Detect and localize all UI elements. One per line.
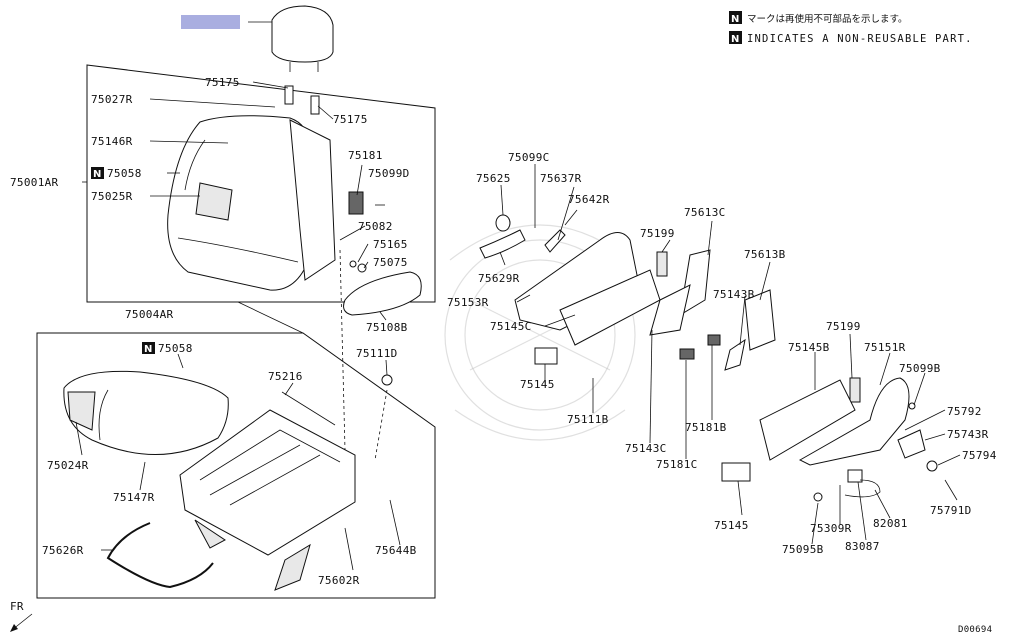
callout-75175-b: 75175	[333, 113, 368, 126]
callout-75058-a: 75058	[107, 167, 142, 180]
callout-75111d: 75111D	[356, 347, 398, 360]
callout-82081: 82081	[873, 517, 908, 530]
notice-badge-1: N	[731, 14, 739, 25]
seatback-part	[167, 115, 336, 291]
callout-75151r: 75151R	[864, 341, 906, 354]
callout-75058-b: 75058	[158, 342, 193, 355]
notice-japanese: マークは再使用不可部品を示します。	[747, 13, 908, 25]
callout-75791d: 75791D	[930, 504, 972, 517]
diagram-code: D00694	[958, 625, 992, 635]
callout-75099b: 75099B	[899, 362, 941, 375]
svg-text:N: N	[93, 169, 101, 180]
watermark-emblem	[444, 224, 636, 441]
callout-75024r: 75024R	[47, 459, 89, 472]
notice-english: INDICATES A NON-REUSABLE PART.	[747, 33, 973, 45]
callout-75001ar: 75001AR	[10, 176, 59, 189]
seat-frame-part	[179, 374, 393, 591]
callout-75004ar: 75004AR	[125, 308, 174, 321]
callout-75625: 75625	[476, 172, 511, 185]
callout-75199-b: 75199	[826, 320, 861, 333]
wire-75626r	[106, 522, 214, 589]
callout-75199-a: 75199	[640, 227, 675, 240]
callout-75145-d: 75145	[714, 519, 749, 532]
callout-75181c: 75181C	[656, 458, 698, 471]
callout-75145b: 75145B	[788, 341, 830, 354]
fr-label: FR	[10, 600, 24, 613]
callout-75613b: 75613B	[744, 248, 786, 261]
seatback-frame	[86, 64, 436, 303]
callout-labels: 75175 75027R 75175 75146R 75181 N 75058 …	[10, 76, 997, 587]
callout-75153r: 75153R	[447, 296, 489, 309]
callout-75025r: 75025R	[91, 190, 133, 203]
fr-direction-indicator: FR	[10, 600, 33, 632]
callout-75082: 75082	[358, 220, 393, 233]
callout-75792: 75792	[947, 405, 982, 418]
callout-75181b: 75181B	[685, 421, 727, 434]
non-reusable-badge-2	[142, 342, 155, 354]
callout-75613c: 75613C	[684, 206, 726, 219]
callout-75644b: 75644B	[375, 544, 417, 557]
callout-75147r: 75147R	[113, 491, 155, 504]
callout-75626r: 75626R	[42, 544, 84, 557]
callout-83087: 83087	[845, 540, 880, 553]
callout-75743r: 75743R	[947, 428, 989, 441]
headrest-part	[271, 5, 334, 72]
notice-badge-2: N	[731, 34, 739, 45]
callout-75216: 75216	[268, 370, 303, 383]
callout-75099d: 75099D	[368, 167, 410, 180]
callout-75095b: 75095B	[782, 543, 824, 556]
callout-75027r: 75027R	[91, 93, 133, 106]
non-reusable-badge-1	[91, 167, 104, 179]
callout-75794: 75794	[962, 449, 997, 462]
callout-75075: 75075	[373, 256, 408, 269]
side-cover-parts	[479, 214, 938, 502]
callout-75145-a: 75145	[520, 378, 555, 391]
callout-75602r: 75602R	[318, 574, 360, 587]
non-reusable-notice: N マークは再使用不可部品を示します。 N INDICATES A NON-RE…	[729, 11, 973, 45]
callout-75111b: 75111B	[567, 413, 609, 426]
callout-75146r: 75146R	[91, 135, 133, 148]
callout-75165: 75165	[373, 238, 408, 251]
callout-75642r: 75642R	[568, 193, 610, 206]
cushion-part	[63, 370, 229, 455]
redaction-box	[181, 15, 240, 29]
callout-75108b: 75108B	[366, 321, 408, 334]
svg-text:N: N	[144, 344, 152, 355]
callout-75181: 75181	[348, 149, 383, 162]
callout-75637r: 75637R	[540, 172, 582, 185]
callout-75099c: 75099C	[508, 151, 550, 164]
callout-75629r: 75629R	[478, 272, 520, 285]
callout-75143c: 75143C	[625, 442, 667, 455]
callout-75309r: 75309R	[810, 522, 852, 535]
callout-75175-a: 75175	[205, 76, 240, 89]
callout-75145c: 75145C	[490, 320, 532, 333]
leader-lines	[75, 21, 961, 571]
seatback-hardware	[284, 85, 422, 316]
cushion-frame	[36, 332, 436, 599]
callout-75143b: 75143B	[713, 288, 755, 301]
